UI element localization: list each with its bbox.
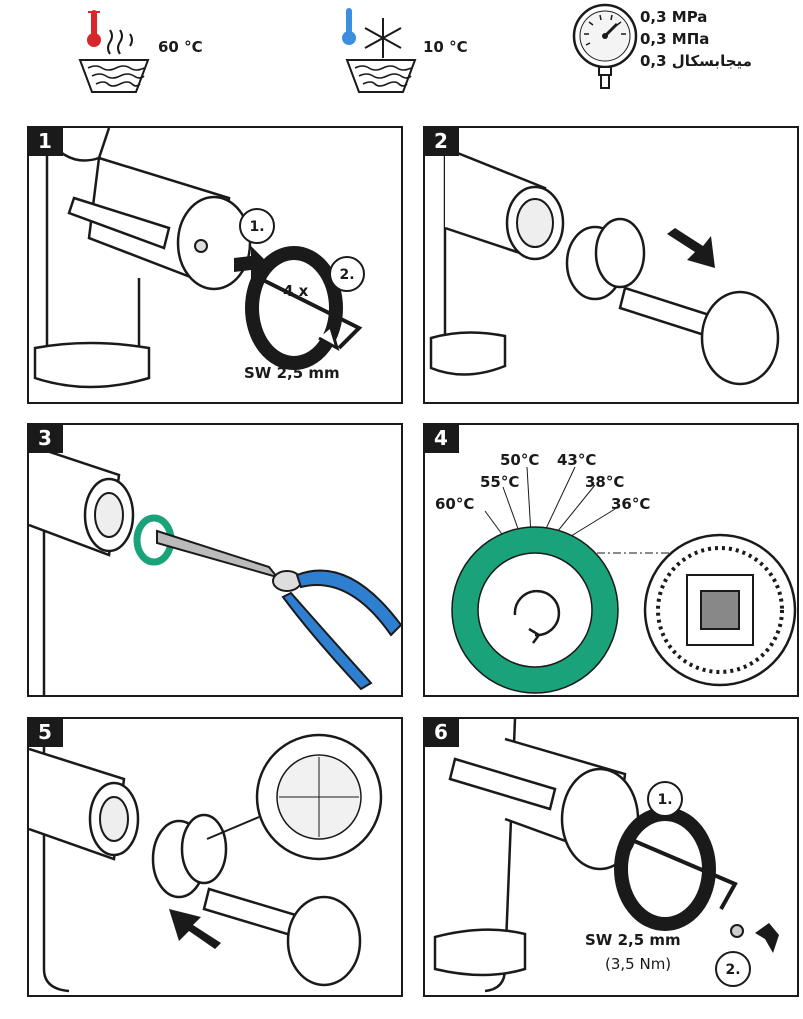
temp-label-43: 43°C [557, 451, 597, 469]
tool-size-label: SW 2,5 mm [585, 931, 681, 949]
step-panel-4: 50°C 43°C 55°C 38°C 60°C 36°C 4 [423, 423, 799, 697]
temp-label-38: 38°C [585, 473, 625, 491]
tool-size-label: SW 2,5 mm [244, 364, 340, 382]
hot-water-temp: 60 °C [158, 38, 203, 56]
step-number: 5 [29, 719, 63, 747]
cold-water-icon [342, 8, 417, 93]
remove-cap-illustration [429, 128, 780, 386]
pressure-line-2: 0,3 МПа [640, 30, 710, 48]
step-panel-3: 3 [27, 423, 403, 697]
header-hot-water: 60 °C [70, 0, 230, 100]
torque-label: (3,5 Nm) [605, 955, 672, 973]
cold-water-temp: 10 °C [423, 38, 468, 56]
header-cold-water: 10 °C [335, 0, 495, 100]
step-2-marker: 2. [715, 951, 751, 987]
step-1-marker: 1. [239, 208, 275, 244]
pressure-line-3: 0,3 ميجابسكال [640, 52, 752, 70]
step-panel-2: 2 [423, 126, 799, 404]
hot-water-icon [78, 10, 150, 93]
temp-label-60: 60°C [435, 495, 475, 513]
step-1-marker: 1. [647, 781, 683, 817]
step-number: 4 [425, 425, 459, 453]
temperature-ring-illustration [451, 466, 797, 694]
step-panel-1: 1. 2. 4 x SW 2,5 mm 1 [27, 126, 403, 404]
reassemble-cap-illustration [29, 719, 383, 993]
step-number: 6 [425, 719, 459, 747]
pressure-gauge-icon [572, 3, 638, 89]
step-panel-6: 1. 2. SW 2,5 mm (3,5 Nm) 6 [423, 717, 799, 997]
turns-label: 4 x [283, 282, 309, 300]
step-number: 1 [29, 128, 63, 156]
step-number: 3 [29, 425, 63, 453]
step-number: 2 [425, 128, 459, 156]
temp-label-50: 50°C [500, 451, 540, 469]
faucet-unscrew-illustration [33, 128, 363, 389]
header-pressure: 0,3 MPa 0,3 МПа 0,3 ميجابسكال [570, 0, 800, 100]
step-panel-5: 5 [27, 717, 403, 997]
step-2-marker: 2. [329, 256, 365, 292]
pliers-ring-illustration [29, 425, 401, 695]
temp-label-36: 36°C [611, 495, 651, 513]
temp-label-55: 55°C [480, 473, 520, 491]
pressure-line-1: 0,3 MPa [640, 8, 708, 26]
